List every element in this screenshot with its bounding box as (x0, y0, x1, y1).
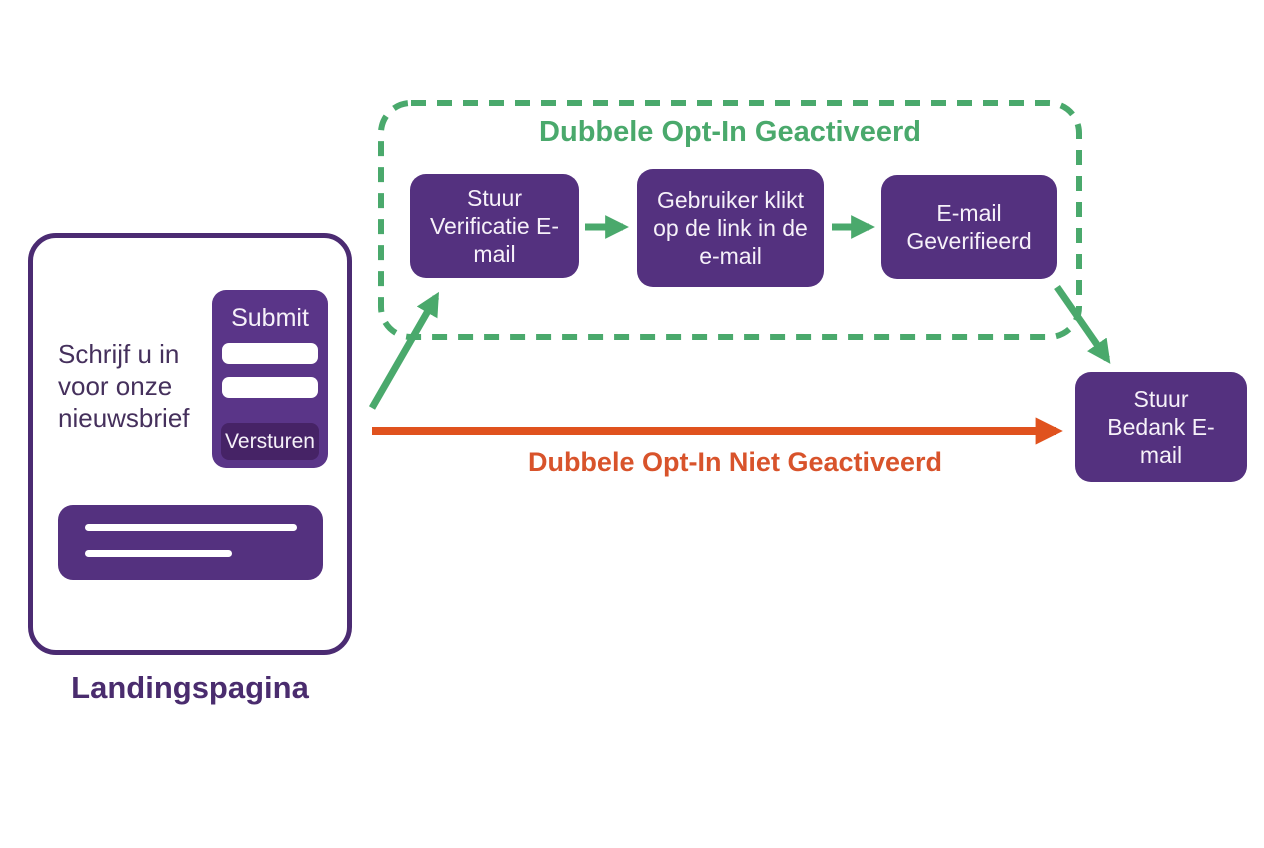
placeholder-text-line (85, 524, 297, 531)
flow-box-email-verified: E-mail Geverifieerd (881, 175, 1057, 279)
placeholder-text-line (85, 550, 232, 557)
flow-box-label: Stuur Bedank E-mail (1107, 386, 1215, 468)
flow-box-send-thankyou-email: Stuur Bedank E-mail (1075, 372, 1247, 482)
flow-box-label: Gebruiker klikt op de link in de e-mail (653, 187, 808, 269)
signup-form-panel: Submit Versturen (212, 290, 328, 468)
landing-page-label: Landingspagina (71, 670, 309, 705)
versturen-button: Versturen (221, 423, 319, 460)
double-optin-not-activated-label: Dubbele Opt-In Niet Geactiveerd (527, 447, 943, 477)
flow-box-label: Stuur Verificatie E-mail (429, 185, 560, 267)
form-input-field-1 (222, 343, 318, 364)
flow-box-send-verification-email: Stuur Verificatie E-mail (410, 174, 579, 278)
form-title: Submit (231, 304, 309, 332)
double-optin-activated-title: Dubbele Opt-In Geactiveerd (539, 116, 921, 148)
form-input-field-2 (222, 377, 318, 398)
arrow-verified-to-thankyou (1054, 285, 1111, 364)
arrow-signup-to-verification (368, 291, 440, 410)
content-placeholder-bar (58, 505, 323, 580)
newsletter-signup-heading: Schrijf u in voor onze nieuwsbrief (58, 339, 190, 433)
landing-page-card: Schrijf u in voor onze nieuwsbrief Submi… (28, 233, 352, 655)
flow-box-label: E-mail Geverifieerd (906, 200, 1032, 254)
flow-box-user-clicks-link: Gebruiker klikt op de link in de e-mail (637, 169, 824, 287)
